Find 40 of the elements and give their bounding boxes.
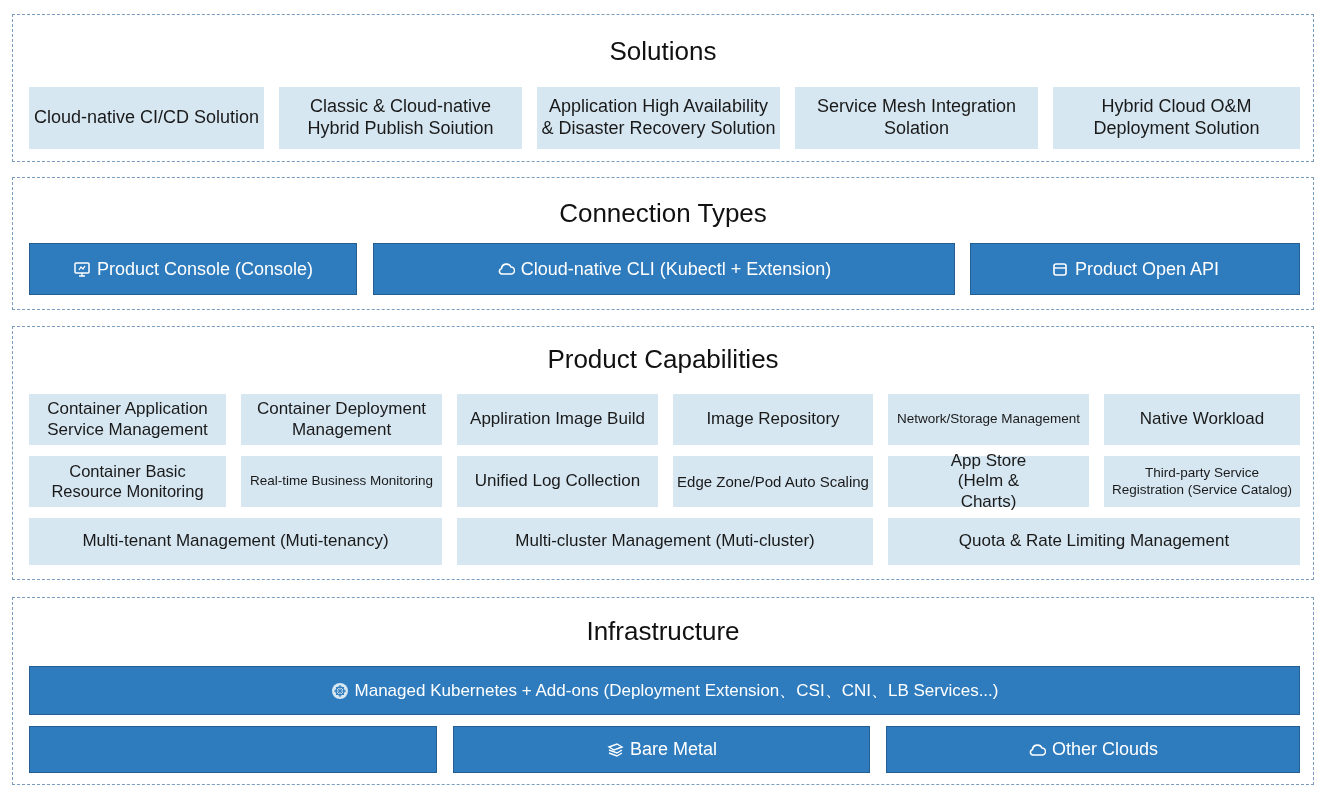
section-frame	[12, 14, 1314, 162]
bar-label: Cloud-native CLI (Kubectl + Extension)	[520, 258, 832, 280]
capability-box: Cloud-native CI/CD Solution	[29, 87, 264, 149]
layer-bar	[970, 243, 1300, 295]
capability-box: Native Workload	[1104, 394, 1300, 445]
section-frame	[12, 177, 1314, 310]
capability-box: Container Basic Resource Monitoring	[29, 456, 226, 507]
section-heading: Solutions	[609, 36, 717, 67]
capability-box: Unified Log Collection	[457, 456, 658, 507]
capability-box: Multi-cluster Management (Muti-cluster)	[457, 518, 873, 565]
section-heading: Connection Types	[559, 198, 767, 229]
capability-box: Service Mesh Integration Solation	[795, 87, 1038, 149]
section-frame	[12, 597, 1314, 785]
capability-box: Quota & Rate Limiting Management	[888, 518, 1300, 565]
layer-bar	[886, 726, 1300, 773]
capability-box: Network/Storage Management	[888, 394, 1089, 445]
layer-bar	[29, 243, 357, 295]
capability-box: Container Application Service Management	[29, 394, 226, 445]
bar-label: Product Console (Console)	[96, 258, 314, 280]
capability-box: Third-party Service Registration (Service Catalog)	[1104, 456, 1300, 507]
bar-label: Bare Metal	[629, 739, 717, 760]
bar-label: Other Clouds	[1051, 739, 1159, 760]
bar-label: Product Open API	[1074, 258, 1220, 280]
layer-bar	[29, 666, 1300, 715]
capability-box: Hybrid Cloud O&M Deployment Solution	[1053, 87, 1300, 149]
capability-box: Real-time Business Monitoring	[241, 456, 442, 507]
capability-box: Container Deployment Management	[241, 394, 442, 445]
capability-box: Appliration Image Build	[457, 394, 658, 445]
layer-bar	[373, 243, 955, 295]
capability-box: Application High Availability & Disaster Recovery Solution	[537, 87, 780, 149]
bar-label: Managed Kubernetes + Add-ons (Deployment Extension、CSI、CNI、LB Services...)	[354, 680, 999, 702]
layer-bar	[29, 726, 437, 773]
capability-box: Image Repository	[673, 394, 873, 445]
section-heading: Product Capabilities	[547, 344, 779, 375]
capability-box: Edge Zone/Pod Auto Scaling	[673, 456, 873, 507]
section-frame	[12, 326, 1314, 580]
capability-box: Multi-tenant Management (Muti-tenancy)	[29, 518, 442, 565]
section-heading: Infrastructure	[586, 616, 740, 647]
layer-bar	[453, 726, 870, 773]
capability-box: Classic & Cloud-native Hybrid Publish Soiution	[279, 87, 522, 149]
